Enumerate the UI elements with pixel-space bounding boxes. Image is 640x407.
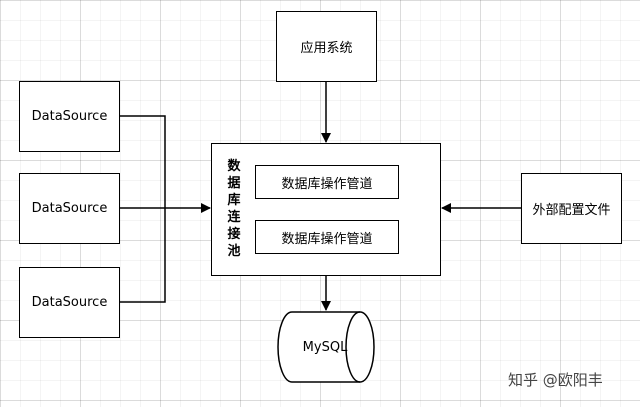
watermark-text: 知乎 @欧阳丰 xyxy=(508,371,603,389)
pipe-label-1: 数据库操作管道 xyxy=(281,176,373,192)
db-operation-pipe-2: 数据库操作管道 xyxy=(255,220,399,254)
datasource-label-1: DataSource xyxy=(31,109,108,124)
datasource-label-2: DataSource xyxy=(31,201,108,216)
db-operation-pipe-1: 数据库操作管道 xyxy=(255,165,399,199)
mysql-cylinder xyxy=(277,311,375,383)
datasource-box-3: DataSource xyxy=(19,267,120,338)
app-system-label: 应用系统 xyxy=(300,41,353,56)
connection-pool-label: 数据库连接池 xyxy=(227,159,241,259)
mysql-label: MySQL xyxy=(302,339,348,355)
external-config-label: 外部配置文件 xyxy=(532,203,611,218)
line-ds3 xyxy=(120,208,166,303)
external-config-box: 外部配置文件 xyxy=(521,173,622,244)
datasource-box-2: DataSource xyxy=(19,173,120,244)
datasource-label-3: DataSource xyxy=(31,295,108,310)
connection-pool-box: 数据库连接池 数据库操作管道 数据库操作管道 xyxy=(211,143,441,276)
datasource-box-1: DataSource xyxy=(19,81,120,152)
app-system-box: 应用系统 xyxy=(276,11,377,82)
line-ds1 xyxy=(120,115,166,208)
pipe-label-2: 数据库操作管道 xyxy=(281,231,373,247)
